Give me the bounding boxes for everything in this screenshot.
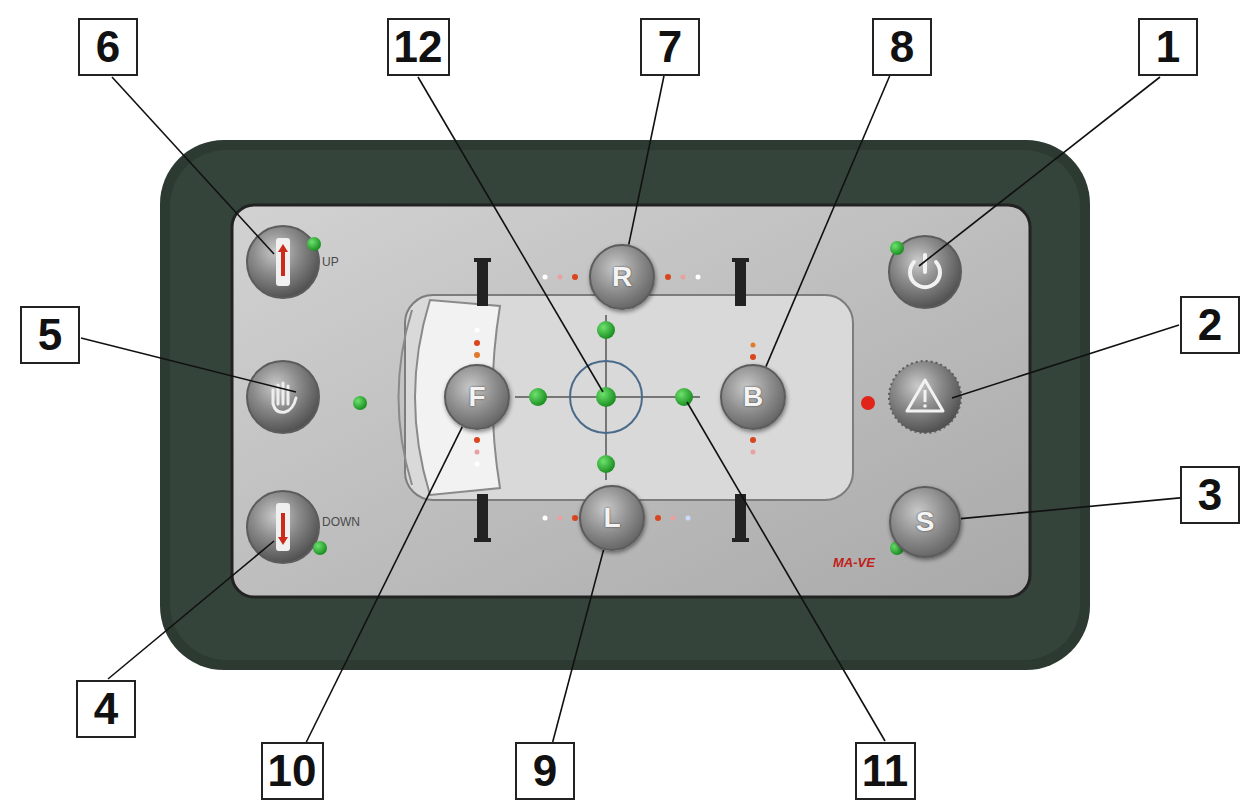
level-crosshair bbox=[515, 315, 700, 480]
callout-text: 5 bbox=[38, 313, 62, 357]
housing bbox=[160, 140, 1090, 670]
brand-logo: MA-VE bbox=[833, 556, 875, 569]
callout-number: 4 bbox=[76, 680, 136, 738]
leader-lines bbox=[81, 77, 1179, 741]
callout-number: 6 bbox=[78, 18, 138, 76]
callout-number: 1 bbox=[1138, 18, 1198, 76]
panel-button: L bbox=[579, 485, 645, 551]
callout-text: 9 bbox=[533, 749, 557, 793]
car-outline bbox=[405, 295, 853, 500]
leader-line bbox=[553, 550, 604, 742]
leader-line bbox=[766, 76, 890, 367]
panel-button: S bbox=[889, 486, 961, 558]
icon-buttons bbox=[247, 226, 961, 563]
button-caption: DOWN bbox=[322, 516, 360, 528]
callout-number: 11 bbox=[855, 742, 916, 800]
callout-text: 1 bbox=[1156, 25, 1180, 69]
panel-button: F bbox=[444, 364, 510, 430]
button-letter: S bbox=[916, 508, 935, 536]
callout-text: 12 bbox=[394, 25, 443, 69]
callout-number: 9 bbox=[515, 742, 575, 800]
panel-button: R bbox=[589, 244, 655, 310]
callout-number: 8 bbox=[872, 18, 932, 76]
button-letter: L bbox=[603, 504, 620, 532]
callout-number: 2 bbox=[1180, 296, 1240, 354]
callout-number: 5 bbox=[20, 306, 80, 364]
leader-line-stroke bbox=[961, 498, 1180, 519]
button-letter: R bbox=[612, 263, 632, 291]
callout-number: 7 bbox=[640, 18, 700, 76]
callout-number: 10 bbox=[261, 742, 324, 800]
button-letter: F bbox=[468, 383, 485, 411]
callout-number: 3 bbox=[1180, 466, 1240, 524]
callout-number: 12 bbox=[387, 18, 450, 76]
callout-text: 7 bbox=[658, 25, 682, 69]
leader-line-stroke bbox=[553, 550, 604, 742]
callout-text: 10 bbox=[268, 749, 317, 793]
indicator-leds bbox=[307, 237, 904, 555]
callout-text: 6 bbox=[96, 25, 120, 69]
housing-bevel bbox=[170, 150, 1080, 660]
callout-text: 8 bbox=[890, 25, 914, 69]
panel-button: B bbox=[720, 364, 786, 430]
leader-line bbox=[629, 76, 664, 245]
callout-text: 2 bbox=[1198, 303, 1222, 347]
callout-text: 3 bbox=[1198, 473, 1222, 517]
button-caption: UP bbox=[322, 256, 339, 268]
callout-text: 11 bbox=[862, 749, 909, 793]
leader-line-stroke bbox=[766, 76, 890, 367]
leader-line-stroke bbox=[306, 427, 462, 742]
button-letter: B bbox=[743, 383, 763, 411]
leader-line bbox=[961, 498, 1180, 519]
callout-text: 4 bbox=[94, 687, 118, 731]
leader-line-stroke bbox=[629, 76, 664, 245]
led-strips bbox=[474, 274, 756, 521]
car-bonnet-line bbox=[399, 310, 413, 485]
leader-line bbox=[306, 427, 462, 742]
front-panel bbox=[232, 205, 1030, 597]
